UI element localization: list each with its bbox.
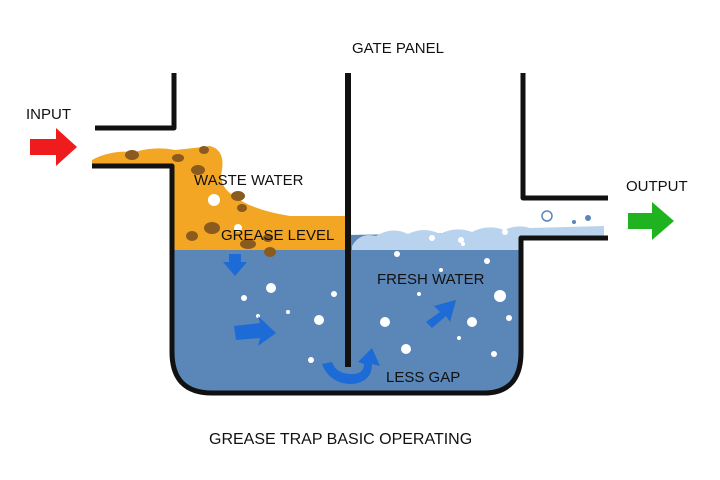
waste-bubble [208, 194, 220, 206]
fresh-water-surface [352, 226, 604, 250]
gate-panel [345, 73, 351, 367]
waste-bubble [234, 224, 242, 232]
output-label: OUTPUT [626, 178, 688, 195]
surface-bubbles [429, 210, 591, 243]
flow-arrow-right-icon [234, 316, 276, 346]
less-gap-label: LESS GAP [386, 369, 460, 386]
diagram-title: GREASE TRAP BASIC OPERATING [209, 431, 472, 448]
grease-settle-arrow-icon [223, 254, 247, 276]
gate-panel-label: GATE PANEL [352, 40, 444, 57]
flow-arrow-up-icon [426, 300, 456, 328]
tank-walls [92, 73, 608, 396]
water-bubbles [241, 242, 512, 363]
grease-layer [92, 146, 348, 250]
grease-blobs [125, 146, 276, 257]
grease-level-label: GREASE LEVEL [221, 227, 334, 244]
output-arrow-right-icon [628, 202, 674, 240]
input-label: INPUT [26, 106, 71, 123]
input-arrow-right-icon [30, 128, 77, 166]
waste-water-label: WASTE WATER [194, 172, 304, 189]
curved-arrow-icon [322, 348, 380, 384]
fresh-water-label: FRESH WATER [377, 271, 485, 288]
